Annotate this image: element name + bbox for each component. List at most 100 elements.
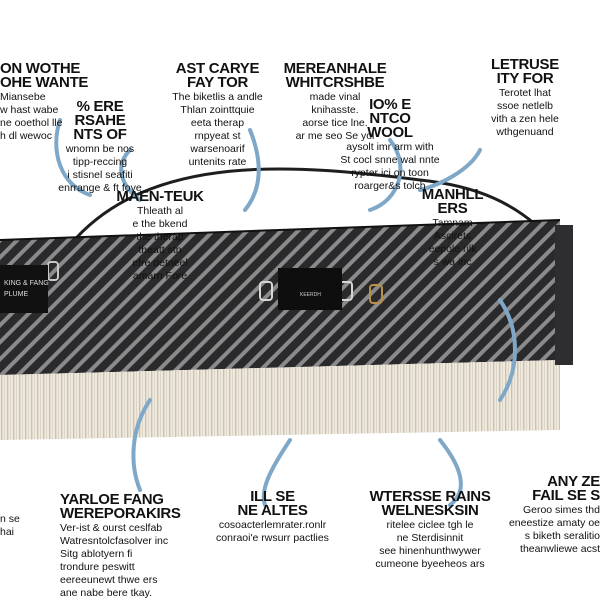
ring-center-left	[259, 281, 273, 301]
callout-top-left: ON WOTHE OHE WANTE Miansebe w hast wabe …	[0, 60, 95, 142]
callout-title: RSAHE	[74, 112, 126, 129]
callout-top-center-left: AST CARYE FAY TOR The biketlis a andle T…	[160, 60, 275, 168]
callout-body-line: aysolt imr arm with	[346, 141, 434, 153]
callout-wool-percent: % ERE RSAHE NTS OF wnomn be nos tipp-rec…	[55, 99, 145, 194]
callout-body-line: hai	[0, 526, 15, 538]
callout-body-line: ssoe netlelb	[496, 100, 554, 112]
callout-body-line: e the bkend	[132, 218, 188, 230]
callout-title: NTS OF	[73, 126, 127, 143]
arrow-1	[54, 118, 92, 197]
arrow-4	[368, 138, 403, 212]
callout-title: WOOL	[367, 124, 413, 141]
callout-wool-content: IO% E NTCO WOOL aysolt imr arm with St c…	[330, 96, 450, 192]
callout-body-line: ne Sterdisinnit	[396, 532, 464, 544]
callout-body-line: ritelee ciclee tgh le	[386, 519, 474, 531]
arrow-8	[438, 438, 463, 507]
callout-bottom-right: ANY ZE FAIL SE S Geroo simes thd eneesti…	[505, 473, 600, 555]
callout-body-line: tipp-reccing	[72, 156, 128, 168]
callout-top-center: MEREANHALE WHITCRSHBE made vinal knihass…	[280, 60, 390, 142]
callout-title: MANHLL	[421, 186, 484, 203]
center-label-patch	[278, 268, 342, 310]
callout-body-line: s biketh seralitio	[524, 530, 600, 542]
callout-body-line: eereeunewt thwe ers	[60, 574, 158, 586]
callout-body-line: made vinal	[309, 91, 361, 103]
callout-body-line: n se	[0, 513, 20, 525]
left-label-line2: PLUME	[4, 291, 28, 298]
callout-body-line: Tamnam	[432, 217, 473, 229]
callout-body-line: Sitg ablotyern fi	[60, 548, 133, 560]
callout-body-line: ar me seo Se yol	[295, 130, 375, 142]
callout-body-line: warsenoarif	[190, 143, 245, 155]
callout-body-line: wnomn be nos	[65, 143, 135, 155]
center-label-text: KEERDH	[300, 292, 321, 298]
callout-title: WHITCRSHBE	[285, 74, 385, 91]
callout-body-line: roarger&s tolch	[354, 180, 426, 192]
ring-gold	[369, 284, 383, 304]
callout-bottom-edge: n se hai	[0, 512, 40, 538]
callout-body-line: St cocl snne wal nnte	[340, 154, 440, 166]
arrow-3	[243, 128, 261, 212]
arrow-2	[119, 148, 142, 202]
callout-title: ANY ZE	[547, 473, 600, 490]
callout-body-line: rnpyeat st	[194, 130, 241, 142]
callout-title: LETRUSE	[491, 56, 559, 73]
callout-body-line: rypter ici on toon	[351, 167, 429, 179]
callout-body-line: i stisnel seafiti	[67, 169, 133, 181]
callout-body-line: untenits rate	[188, 156, 247, 168]
bag-strap	[68, 167, 562, 251]
callout-title: OHE WANTE	[0, 74, 89, 91]
callout-body-line: Watresntolcfasolver inc	[60, 535, 169, 547]
bag-side	[555, 225, 573, 365]
callout-top-right: LETRUSE ITY FOR Terotet lhat ssoe netlel…	[465, 56, 585, 138]
callout-body-line: cumeone byeeheos ars	[375, 558, 485, 570]
callout-body-line: theatt stn	[138, 244, 182, 256]
callout-body-line: Geroo simes thd	[522, 504, 600, 516]
callout-bottom-center: ILL SE NE ALTES cosoacterlemrater.ronlr …	[205, 488, 340, 544]
callout-title: IO% E	[369, 96, 411, 113]
callout-body-line: s wa inc	[433, 256, 472, 268]
callout-material: MAEN-TEUK Thleath al e the bkend the the…	[110, 188, 210, 282]
callout-body-line: aorse tice lne.	[302, 117, 368, 129]
arrow-5	[418, 148, 482, 192]
callout-body-line: eneestize amaty oe	[508, 517, 600, 529]
callout-title: NTCO	[369, 110, 411, 127]
callout-body-line: cosoacterlemrater.ronlr	[218, 519, 327, 531]
callout-body-line: trondure peswitt	[60, 561, 135, 573]
callout-title: YARLOE FANG	[60, 491, 164, 508]
callout-body-line: Terotet lhat	[499, 87, 551, 99]
callout-title: ON WOTHE	[0, 60, 81, 77]
callout-title: NE ALTES	[237, 502, 308, 519]
callout-body-line: Miansebe	[0, 91, 46, 103]
callout-title: MEREANHALE	[283, 60, 387, 77]
callout-handles: MANHLL ERS Tamnam Ascirets eepole rilk s…	[405, 186, 500, 268]
arrow-7	[261, 438, 292, 507]
callout-title: FAIL SE S	[532, 487, 600, 504]
callout-title: WTERSSE RAINS	[369, 488, 491, 505]
callout-body-line: vith a zen hele	[491, 113, 559, 125]
callout-title: ERS	[437, 200, 468, 217]
callout-body-line: Thlan zointtquie	[180, 104, 255, 116]
callout-body-line: eepole rilk	[428, 243, 477, 255]
callout-title: FAY TOR	[187, 74, 248, 91]
callout-body-line: enrrange & ft fove	[58, 182, 142, 194]
callout-body-line: amarn Fore	[132, 270, 188, 282]
left-label-patch	[0, 265, 48, 313]
callout-title: ILL SE	[250, 488, 295, 505]
callout-body-line: Ver-ist & ourst ceslfab	[60, 522, 163, 534]
callout-body-line: the therap	[136, 231, 184, 243]
callout-body-line: see hinenhunthwywer	[379, 545, 481, 557]
callout-body-line: ane nabe bere tkay.	[60, 587, 153, 599]
callout-title: MAEN-TEUK	[116, 188, 204, 205]
arrow-9	[498, 298, 517, 402]
callout-body-line: Thleath al	[136, 205, 184, 217]
callout-body-line: knihasste.	[311, 104, 359, 116]
callout-title: AST CARYE	[175, 60, 260, 77]
callout-title: WELNESKSIN	[381, 502, 479, 519]
callout-body-line: Ascirets	[433, 230, 472, 242]
callout-bottom-center-right: WTERSSE RAINS WELNESKSIN ritelee ciclee …	[365, 488, 495, 570]
callout-body-line: ne ooethol lle	[0, 117, 63, 129]
callout-body-line: h dl wewoc	[0, 130, 52, 142]
